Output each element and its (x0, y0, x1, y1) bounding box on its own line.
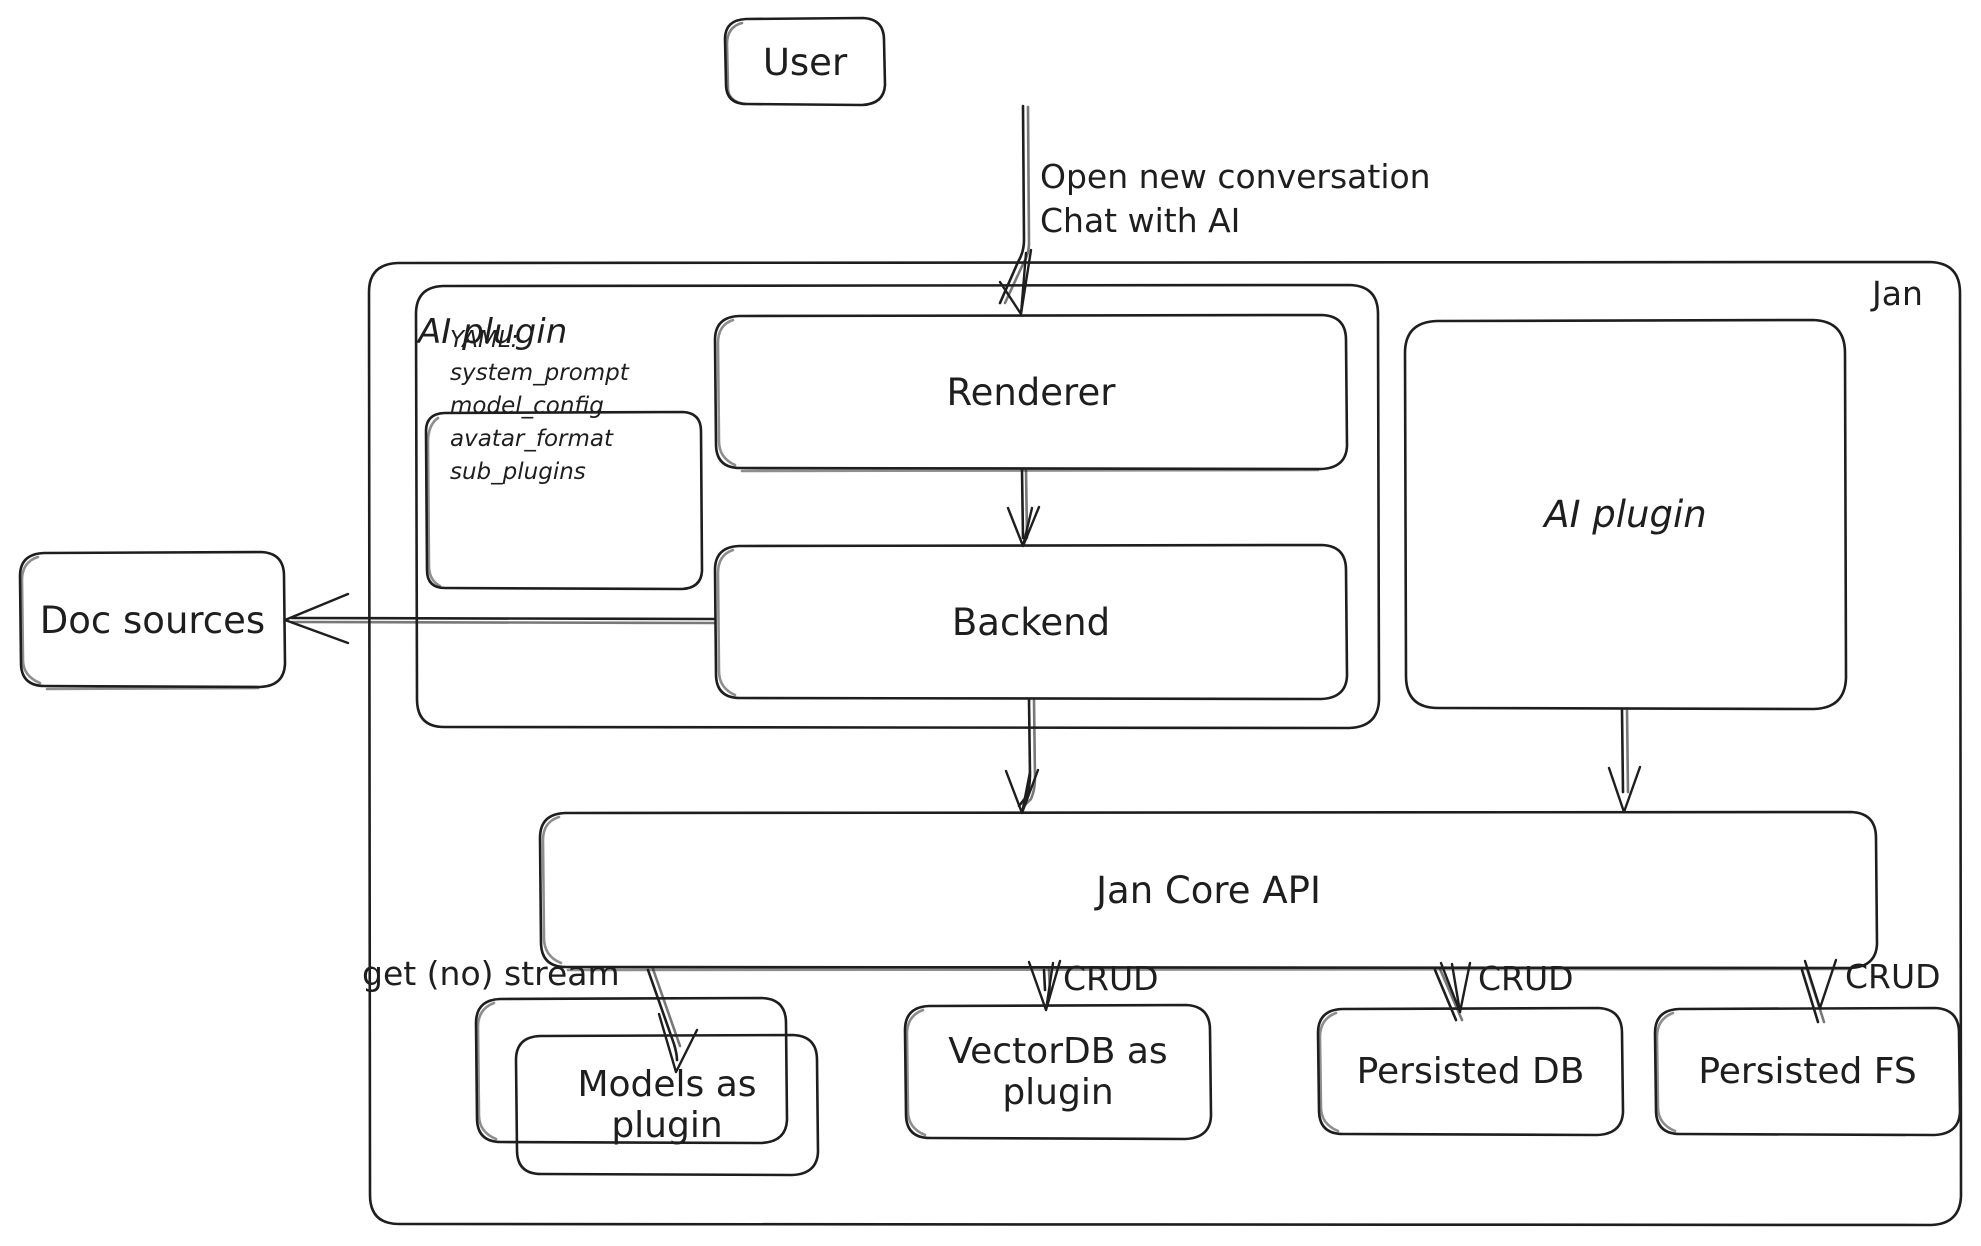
edge-core-to-models (646, 967, 699, 1074)
node-models-as-plugin-back (474, 996, 789, 1145)
node-backend[interactable] (713, 543, 1349, 701)
edge-ai-plugin-to-core (1607, 708, 1642, 814)
node-backend-label: Backend (951, 601, 1111, 644)
edge-user-to-renderer (998, 104, 1033, 316)
node-persisted-fs-label: Persisted FS (1698, 1051, 1917, 1092)
node-vectordb-as-plugin[interactable] (903, 1003, 1213, 1141)
node-ai-plugin-label: AI plugin (1544, 493, 1707, 536)
node-jan-core-api-label: Jan Core API (1096, 869, 1321, 912)
container-jan (367, 260, 1963, 1227)
node-renderer-label: Renderer (946, 371, 1116, 414)
node-jan-core-api[interactable] (538, 810, 1879, 972)
node-persisted-fs[interactable] (1653, 1006, 1962, 1137)
note-yaml (424, 410, 704, 591)
container-ai-plugin-group (414, 283, 1381, 730)
node-persisted-db-label: Persisted DB (1356, 1051, 1585, 1092)
edge-core-to-persisted-db (1433, 961, 1472, 1022)
node-user-label: User (762, 40, 848, 84)
node-doc-sources-label: Doc sources (39, 598, 266, 642)
edge-backend-to-doc-sources (283, 592, 716, 645)
node-models-as-plugin[interactable] (514, 1033, 820, 1177)
edge-core-to-vectordb (1027, 959, 1062, 1012)
node-ai-plugin[interactable] (1403, 318, 1848, 711)
edge-renderer-to-backend (1006, 468, 1041, 548)
node-renderer[interactable] (713, 313, 1349, 473)
node-vectordb-as-plugin-label: VectorDB as plugin (948, 1031, 1168, 1113)
node-doc-sources[interactable] (18, 550, 287, 691)
edge-core-to-persisted-fs (1800, 958, 1838, 1024)
node-user[interactable] (723, 16, 887, 107)
edge-backend-to-core (1004, 698, 1040, 815)
node-models-as-plugin-label: Models as plugin (577, 1064, 757, 1146)
node-persisted-db[interactable] (1316, 1006, 1625, 1137)
